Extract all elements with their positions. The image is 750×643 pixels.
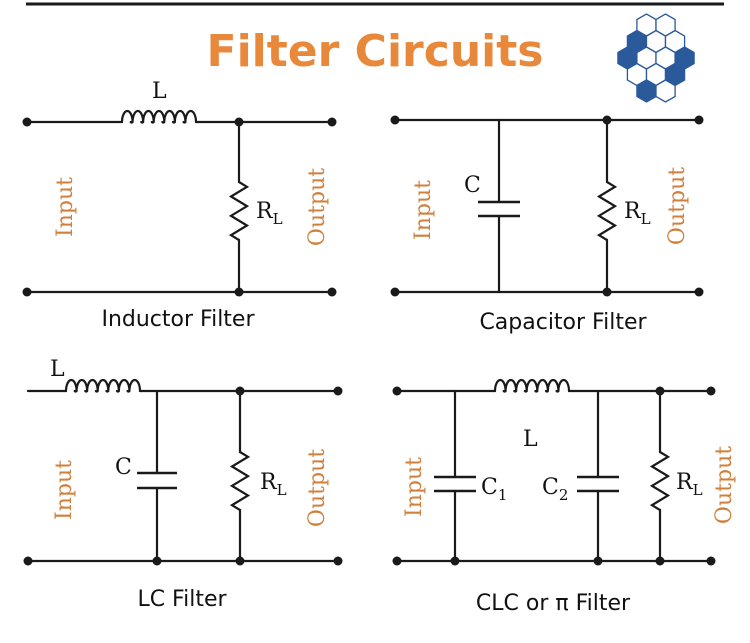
lc-filter-resistor-label: RL [260, 470, 287, 499]
clc-filter-resistor-label: RL [676, 470, 703, 499]
inductor-filter-caption: Inductor Filter [101, 307, 255, 332]
clc-filter-caption: CLC or π Filter [476, 591, 631, 616]
terminal-dot [390, 287, 400, 297]
clc-filter-resistor [649, 450, 671, 512]
inductor-filter-circuit: L RL Input Output Inductor Filter [22, 79, 337, 332]
clc-filter-capacitor-1 [434, 475, 476, 493]
terminal-dot [327, 287, 337, 297]
capacitor-filter-resistor [596, 180, 618, 242]
capacitor-filter-input-label: Input [411, 180, 436, 240]
inductor-filter-output-label: Output [305, 168, 330, 246]
clc-filter-output-label: Output [712, 446, 737, 524]
terminal-dot [706, 556, 716, 566]
terminal-dot [152, 556, 162, 566]
inductor-filter-inductor-coil [120, 109, 198, 124]
capacitor-filter-terminals [390, 115, 704, 297]
inductor-filter-resistor-label: RL [256, 199, 283, 228]
terminal-dot [392, 386, 402, 396]
capacitor-filter-circuit: C RL Input Output Capacitor Filter [390, 115, 704, 335]
terminal-dot [23, 556, 33, 566]
terminal-dot [706, 386, 716, 396]
lc-filter-inductor-coil [64, 378, 142, 393]
terminal-dot [234, 117, 244, 127]
lc-filter-inductor-label: L [50, 357, 65, 382]
clc-filter-input-label: Input [402, 457, 427, 517]
terminal-dot [234, 287, 244, 297]
clc-filter-terminals [392, 386, 716, 566]
inductor-filter-input-label: Input [53, 177, 78, 237]
terminal-dot [390, 115, 400, 125]
lc-filter-input-label: Input [52, 460, 77, 520]
terminal-dot [655, 386, 665, 396]
terminal-dot [333, 386, 343, 396]
lc-filter-resistor [229, 450, 251, 512]
terminal-dot [694, 115, 704, 125]
clc-filter-circuit: L C1 C2 RL Input Output CLC or π Filter [392, 378, 737, 616]
logo-hexagon [655, 13, 676, 37]
inductor-filter-inductor-label: L [152, 79, 167, 104]
logo-hexagon [655, 79, 676, 103]
terminal-dot [694, 287, 704, 297]
terminal-dot [22, 117, 32, 127]
terminal-dot [450, 556, 460, 566]
clc-filter-inductor-coil [493, 378, 571, 393]
logo-hexagon [636, 13, 657, 37]
clc-filter-inductor-label: L [523, 427, 538, 452]
clc-filter-capacitor-2 [577, 475, 619, 493]
inductor-filter-wires [25, 120, 334, 294]
terminal-dot [602, 115, 612, 125]
capacitor-filter-output-label: Output [665, 167, 690, 245]
lc-filter-circuit: L C RL Input Output LC Filter [23, 357, 343, 612]
terminal-dot [333, 556, 343, 566]
capacitor-filter-capacitor-label: C [464, 173, 481, 198]
hexagon-cluster-logo [617, 13, 695, 103]
terminal-dot [327, 117, 337, 127]
inductor-filter-resistor [228, 180, 250, 242]
terminal-dot [655, 556, 665, 566]
lc-filter-capacitor-label: C [115, 455, 132, 480]
capacitor-filter-capacitor [478, 200, 520, 218]
capacitor-filter-wires [393, 118, 701, 294]
terminal-dot [22, 287, 32, 297]
terminal-dot [602, 287, 612, 297]
lc-filter-caption: LC Filter [137, 587, 227, 612]
terminal-dot [593, 556, 603, 566]
capacitor-filter-caption: Capacitor Filter [479, 310, 647, 335]
inductor-filter-terminals [22, 117, 337, 297]
page-title: Filter Circuits [207, 26, 544, 77]
capacitor-filter-resistor-label: RL [624, 199, 651, 228]
clc-filter-capacitor-2-label: C2 [542, 475, 568, 504]
lc-filter-capacitor [137, 471, 177, 490]
terminal-dot [235, 556, 245, 566]
lc-filter-output-label: Output [305, 449, 330, 527]
logo-hexagon [636, 79, 657, 103]
terminal-dot [235, 386, 245, 396]
lc-filter-terminals [23, 386, 343, 566]
clc-filter-capacitor-1-label: C1 [481, 475, 507, 504]
terminal-dot [392, 556, 402, 566]
